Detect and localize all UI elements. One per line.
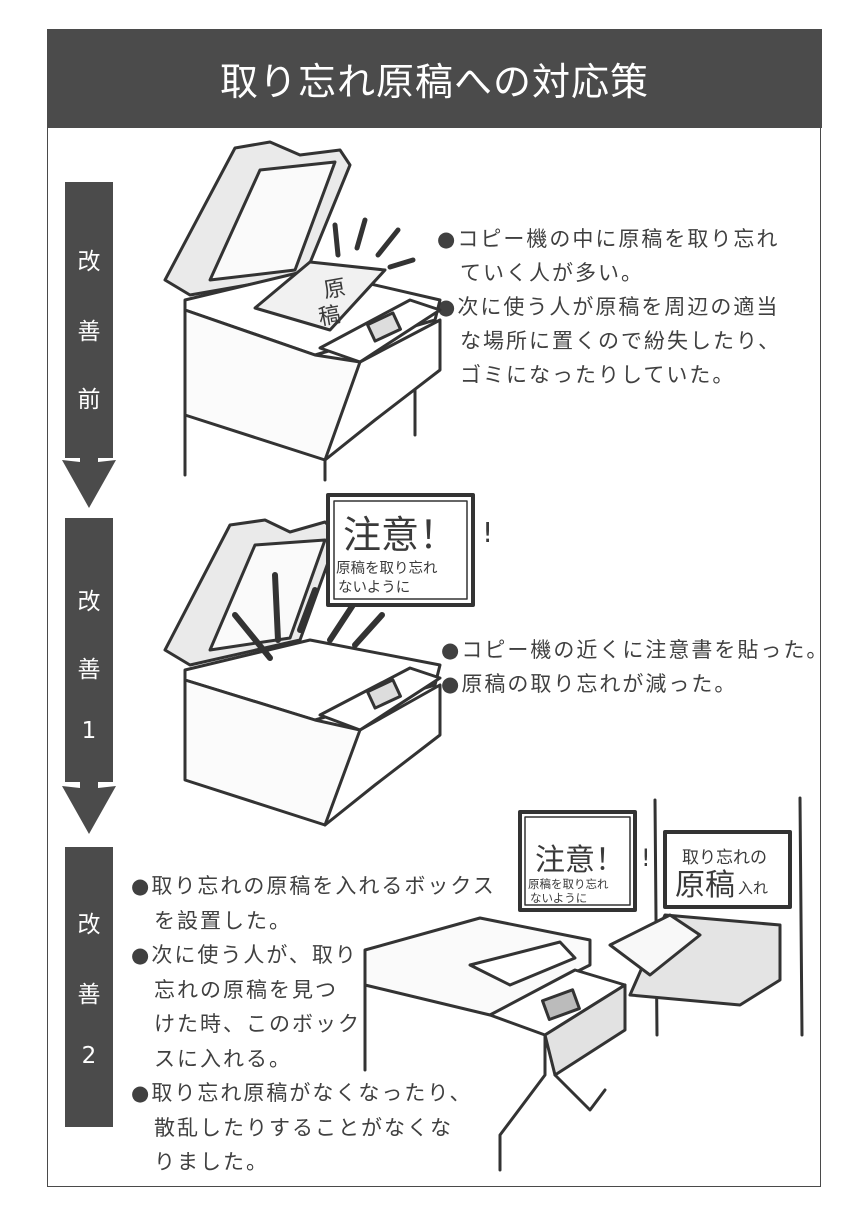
stage-label-improvement-1: 改 善 1 bbox=[65, 518, 113, 782]
stage-before-description: ●コピー機の中に原稿を取り忘れ ていく人が多い。 ●次に使う人が原稿を周辺の適当… bbox=[437, 222, 781, 392]
stage-label-char: 善 bbox=[77, 657, 101, 683]
caution-sign-line: 原稿を取り忘れ bbox=[528, 877, 609, 891]
paper-label: 稿 bbox=[317, 302, 343, 330]
box-sign-line: 取り忘れの bbox=[682, 848, 767, 868]
copier-with-forgotten-original-illustration: 原 稿 bbox=[163, 140, 442, 482]
stage-label-char: 改 bbox=[77, 589, 101, 615]
stage-2-description: ●取り忘れの原稿を入れるボックス を設置した。 ●次に使う人が、取り 忘れの原稿… bbox=[131, 869, 496, 1180]
paper-label: 原 bbox=[322, 275, 348, 303]
stage-1-description: ●コピー機の近くに注意書を貼った。 ●原稿の取り忘れが減った。 bbox=[441, 633, 829, 701]
copier-with-collection-box-illustration: 注意！ ! 原稿を取り忘れ ないように 取り忘れの 原稿 入れ bbox=[363, 796, 804, 1172]
stage-label-char: 2 bbox=[81, 1043, 97, 1069]
caution-sign-line: ないように bbox=[338, 579, 410, 596]
box-sign-big: 原稿 bbox=[675, 868, 735, 903]
box-sign-small: 入れ bbox=[738, 879, 768, 897]
stage-label-char: 善 bbox=[77, 982, 101, 1008]
caution-sign-title: 注意！ bbox=[535, 843, 625, 878]
bullet-item: ●原稿の取り忘れが減った。 bbox=[441, 672, 738, 696]
bullet-item: ●コピー機の近くに注意書を貼った。 bbox=[441, 638, 830, 662]
title-banner: 取り忘れ原稿への対応策 bbox=[47, 29, 822, 128]
stage-label-char: 1 bbox=[81, 718, 97, 744]
bullet-item: ●コピー機の中に原稿を取り忘れ bbox=[437, 227, 780, 251]
bullet-item: ●次に使う人が、取り bbox=[131, 943, 358, 967]
bullet-item: ●次に使う人が原稿を周辺の適当 bbox=[437, 295, 780, 319]
stage-label-char: 改 bbox=[77, 249, 101, 275]
caution-sign-title: 注意！ bbox=[343, 513, 457, 557]
down-arrow-icon bbox=[62, 452, 116, 508]
caution-sign-line: 原稿を取り忘れ bbox=[336, 560, 438, 577]
page-title: 取り忘れ原稿への対応策 bbox=[219, 60, 649, 104]
caution-sign-exclaim: ! bbox=[482, 516, 493, 549]
stage-label-char: 改 bbox=[77, 912, 101, 938]
caution-sign-line: ないように bbox=[530, 891, 587, 905]
bullet-item: ●取り忘れ原稿がなくなったり、 bbox=[131, 1081, 473, 1105]
caution-sign-exclaim: ! bbox=[641, 844, 651, 872]
bullet-item: ●取り忘れの原稿を入れるボックス bbox=[131, 874, 496, 898]
stage-label-char: 善 bbox=[77, 319, 101, 345]
copier-with-caution-sign-illustration: 注意！ ! 原稿を取り忘れ ないように bbox=[163, 493, 493, 827]
down-arrow-icon bbox=[62, 778, 116, 834]
stage-label-before: 改 善 前 bbox=[65, 182, 113, 458]
stage-label-improvement-2: 改 善 2 bbox=[65, 847, 113, 1127]
stage-label-char: 前 bbox=[77, 387, 101, 413]
